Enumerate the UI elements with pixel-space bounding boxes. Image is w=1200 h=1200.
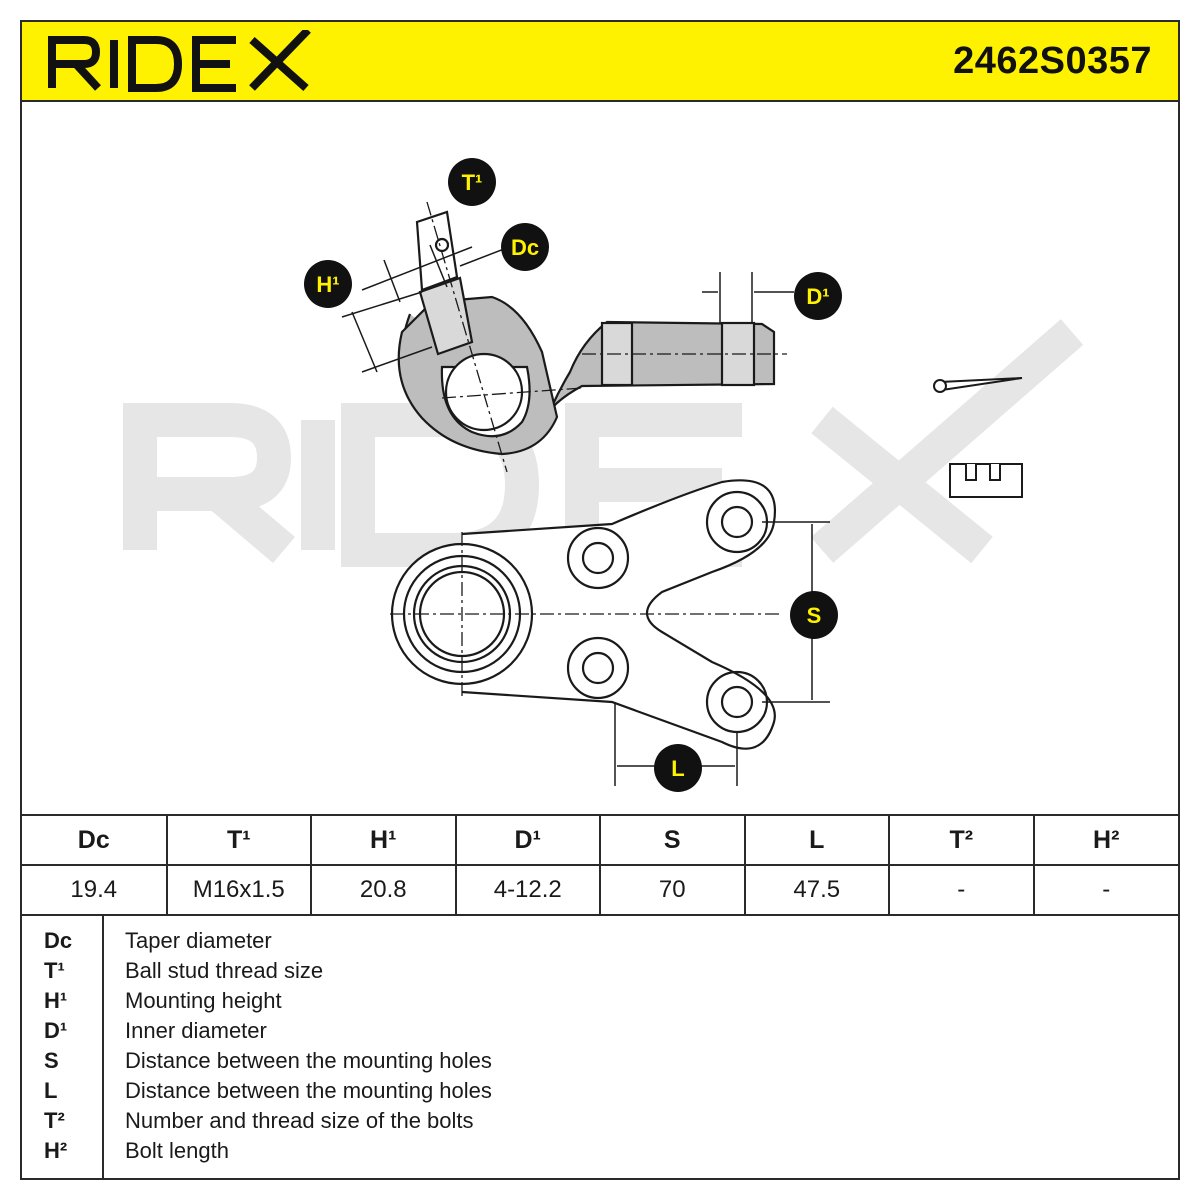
castle-nut (949, 463, 1023, 498)
badge-d1: D¹ (794, 272, 842, 320)
ball-joint-top-view (390, 479, 830, 786)
badge-dc-text: Dc (511, 235, 539, 260)
badge-l: L (654, 744, 702, 792)
legend-item: T¹ Ball stud thread size (22, 956, 1178, 986)
part-number: 2462S0357 (953, 40, 1152, 82)
badge-l-text: L (671, 756, 684, 781)
legend-item: L Distance between the mounting holes (22, 1076, 1178, 1106)
badge-h1-text: H¹ (316, 272, 339, 297)
spec-header-d1: D¹ (454, 814, 601, 866)
legend-key: T¹ (44, 958, 65, 983)
legend-desc: Taper diameter (125, 928, 272, 953)
badge-t1-text: T¹ (462, 170, 483, 195)
spec-value-dc: 19.4 (22, 864, 168, 916)
badge-dc: Dc (501, 223, 549, 271)
legend-key: H¹ (44, 988, 68, 1013)
spec-header-row: Dc T¹ H¹ D¹ S L T² H² (22, 814, 1178, 866)
legend-item: S Distance between the mounting holes (22, 1046, 1178, 1076)
spec-header-h1: H¹ (310, 814, 457, 866)
legend-item: T² Number and thread size of the bolts (22, 1106, 1178, 1136)
badge-s-text: S (807, 603, 822, 628)
legend-desc: Distance between the mounting holes (125, 1048, 492, 1073)
spec-value-h2: - (1032, 864, 1178, 916)
spec-value-h1: 20.8 (310, 864, 457, 916)
legend-desc: Bolt length (125, 1138, 229, 1163)
spec-value-s: 70 (599, 864, 746, 916)
spec-value-d1: 4-12.2 (454, 864, 601, 916)
legend-key: D¹ (44, 1018, 68, 1043)
legend-desc: Mounting height (125, 988, 282, 1013)
legend: Dc Taper diameter T¹ Ball stud thread si… (22, 914, 1178, 1180)
legend-desc: Inner diameter (125, 1018, 267, 1043)
spec-header-h2: H² (1032, 814, 1178, 866)
badge-h1: H¹ (304, 260, 352, 308)
spec-table: Dc T¹ H¹ D¹ S L T² H² 19.4 M16x1.5 20.8 … (22, 814, 1178, 916)
legend-item: Dc Taper diameter (22, 926, 1178, 956)
spec-value-row: 19.4 M16x1.5 20.8 4-12.2 70 47.5 - - (22, 864, 1178, 916)
legend-key: Dc (44, 928, 73, 953)
legend-key: L (44, 1078, 58, 1103)
technical-drawing: T¹ Dc H¹ D¹ S L (123, 158, 1084, 792)
spec-value-t2: - (888, 864, 1035, 916)
legend-item: H² Bolt length (22, 1136, 1178, 1166)
spec-header-l: L (743, 814, 890, 866)
spec-header-s: S (599, 814, 746, 866)
badge-t1: T¹ (448, 158, 496, 206)
spec-value-t1: M16x1.5 (165, 864, 312, 916)
legend-desc: Number and thread size of the bolts (125, 1108, 474, 1133)
badge-s: S (790, 591, 838, 639)
legend-key: T² (44, 1108, 65, 1133)
legend-key: H² (44, 1138, 68, 1163)
brand-logo (46, 27, 316, 97)
legend-key: S (44, 1048, 59, 1073)
legend-item: D¹ Inner diameter (22, 1016, 1178, 1046)
spec-value-l: 47.5 (743, 864, 890, 916)
product-sheet: 2462S0357 (20, 20, 1180, 1180)
header-bar: 2462S0357 (22, 22, 1178, 102)
badge-d1-text: D¹ (806, 284, 829, 309)
spec-header-t2: T² (888, 814, 1035, 866)
legend-desc: Distance between the mounting holes (125, 1078, 492, 1103)
cotter-pin (933, 377, 1023, 393)
legend-item: H¹ Mounting height (22, 986, 1178, 1016)
legend-desc: Ball stud thread size (125, 958, 324, 983)
legend-divider (102, 916, 104, 1180)
ball-joint-side-view (341, 201, 794, 473)
spec-header-dc: Dc (22, 814, 168, 866)
spec-header-t1: T¹ (165, 814, 312, 866)
